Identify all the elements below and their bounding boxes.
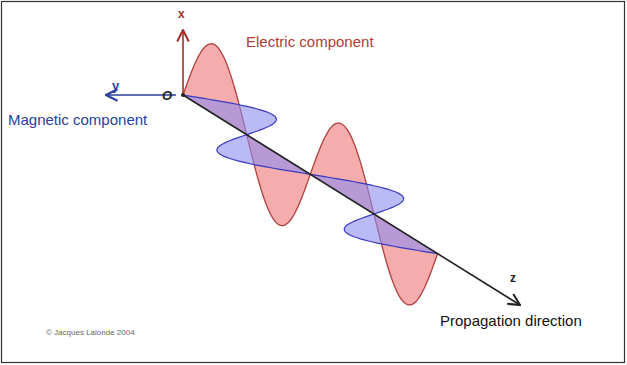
origin-letter: O xyxy=(162,89,172,104)
axis-letter: y xyxy=(112,79,119,94)
direction-label: Propagation direction xyxy=(440,312,582,329)
field-label: Electric component xyxy=(246,33,374,50)
axis-letter: z xyxy=(510,272,516,286)
copyright-note: © Jacques Lalonde 2004 xyxy=(46,328,135,337)
axis-letter: x xyxy=(178,8,185,22)
z-axis xyxy=(183,95,520,305)
field-label: Magnetic component xyxy=(8,111,147,128)
x-axis xyxy=(182,30,184,95)
